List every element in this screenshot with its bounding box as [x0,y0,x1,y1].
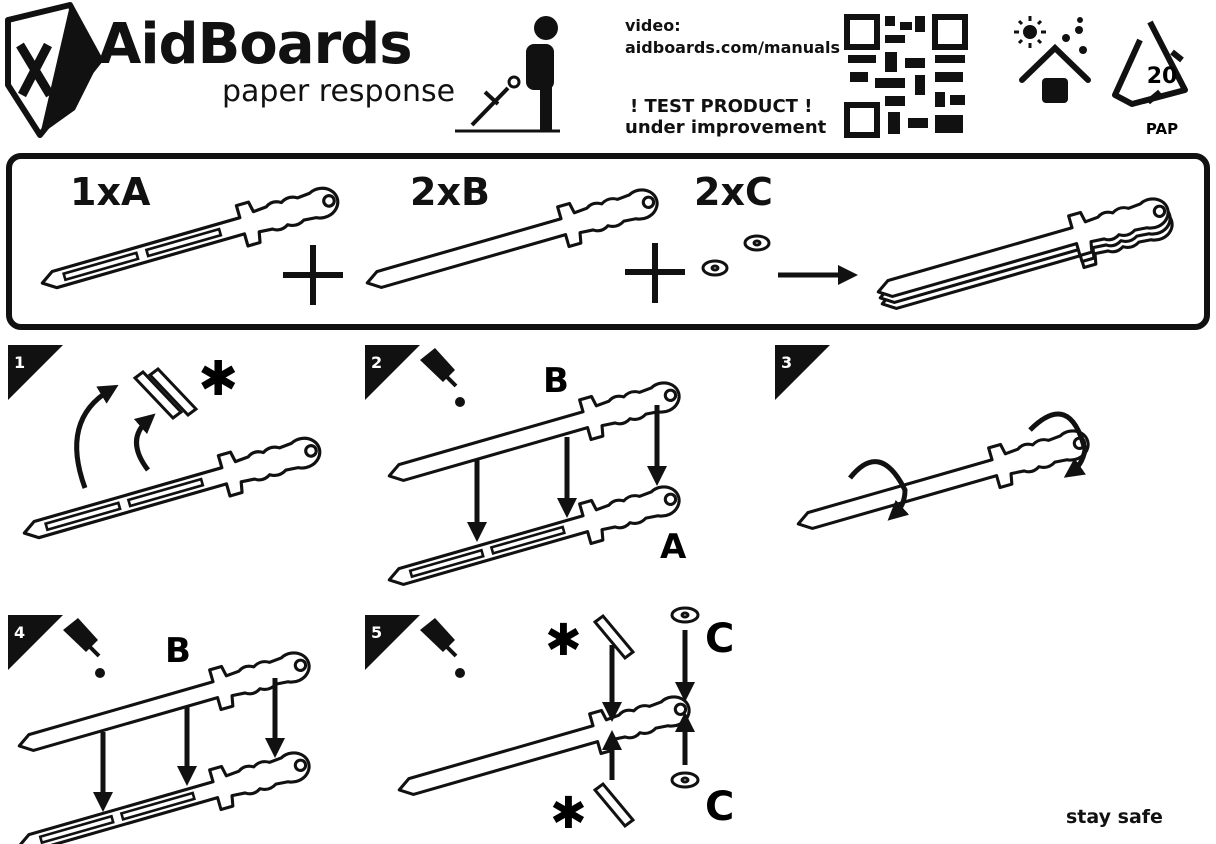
step-5-label-c-top: C [705,616,734,662]
step-3-sword [791,419,1095,546]
step-2-number: 2 [371,353,382,372]
video-label: video: [625,16,681,35]
lift-arrow-icon [74,384,119,489]
step-badges [8,345,830,670]
step-4-label-b: B [165,631,191,671]
step-5-sword [392,685,696,812]
glue-down-arrows [93,678,285,812]
part-c-label: 2xC [694,170,773,214]
step-1-sword [16,426,327,555]
press-rotate-arrow-icon [1028,411,1088,478]
glue-down-arrows [467,405,667,542]
asterisk-icon: ✱ [550,788,587,839]
parts-box [6,153,1210,330]
remove-strips-icon [132,366,199,421]
part-a-label: 1xA [70,170,151,214]
part-b-sword [360,178,664,305]
warning-line-2: under improvement [625,117,827,138]
recycle-symbol-icon [1112,20,1188,107]
asterisk-icon: ✱ [545,615,582,666]
press-rotate-arrow-icon [848,459,910,521]
asterisk-icon: ✱ [198,351,238,407]
step-1-number: 1 [14,353,25,372]
step-3-number: 3 [781,353,792,372]
brand-tagline: paper response [222,74,456,109]
recycle-material: PAP [1146,120,1178,138]
step-2-sword-b [382,371,686,498]
part-b-label: 2xB [410,170,490,214]
warning-line-1: ! TEST PRODUCT ! [630,96,813,117]
glue-bottle-icon [63,348,465,678]
person-with-sword-icon [455,16,560,133]
footer-text: stay safe [1066,806,1163,828]
aidboards-logo-icon [5,2,103,138]
part-c-washers [701,234,771,277]
step-2-sword-a [382,475,686,602]
step-4-number: 4 [14,623,25,642]
plus-icon [283,243,685,305]
qr-code [844,14,968,138]
step-4-sword-b [12,641,316,768]
step-2-label-a: A [660,527,687,567]
assembled-sword [871,187,1179,326]
recycle-code: 20 [1147,64,1178,89]
brand-name: AidBoards [98,12,413,77]
lift-arrow-icon [133,413,156,472]
step-5-strips [592,613,636,829]
step-4-sword-a [12,741,316,844]
step-5-number: 5 [371,623,382,642]
video-url[interactable]: aidboards.com/manuals [625,38,840,57]
step-5-arrows [602,630,695,780]
step-2-label-b: B [543,361,569,401]
weather-keep-dry-icon [1014,16,1091,103]
step-5-label-c-bottom: C [705,784,734,830]
step-5-washers [670,606,700,789]
